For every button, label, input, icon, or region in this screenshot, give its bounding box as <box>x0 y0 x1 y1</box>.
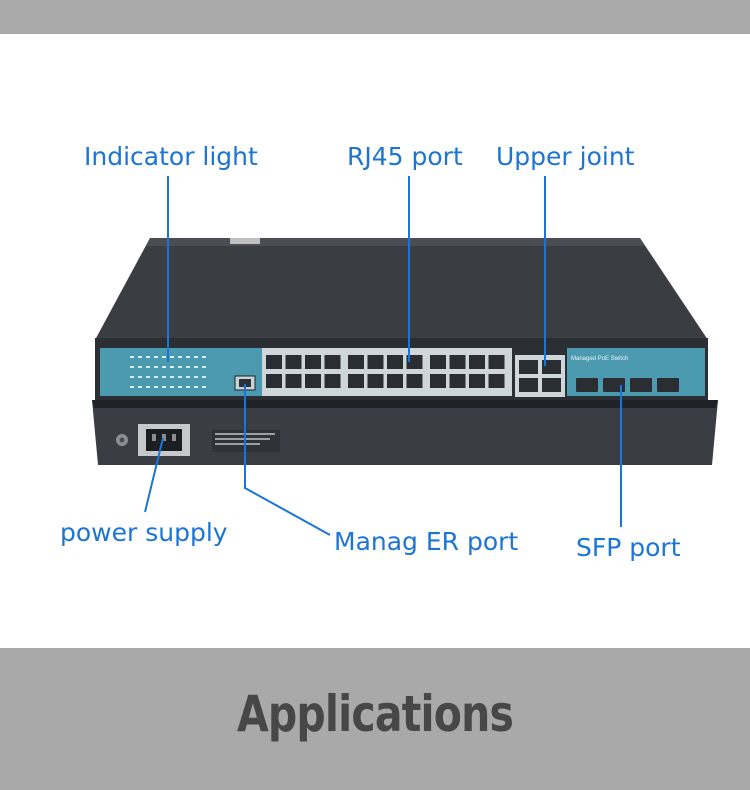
rj45-port <box>285 355 302 369</box>
rj45-port <box>266 355 282 369</box>
rj45-ports <box>266 355 505 388</box>
rj45-port <box>324 355 341 369</box>
rj45-port <box>469 355 485 369</box>
rj45-port <box>324 374 341 388</box>
rj45-port <box>488 374 505 388</box>
rj45-port <box>305 355 321 369</box>
callout-power-supply: power supply <box>60 518 228 547</box>
network-switch-image: Managed PoE Switch <box>92 176 718 536</box>
rj45-port <box>406 374 423 388</box>
callout-lines <box>144 176 622 536</box>
rj45-port <box>488 355 505 369</box>
rj45-port <box>305 374 321 388</box>
callout-indicator-light: Indicator light <box>84 142 258 171</box>
rj45-port <box>348 355 364 369</box>
rj45-port <box>449 355 466 369</box>
rj45-port <box>469 374 485 388</box>
callout-rj45-port: RJ45 port <box>347 142 463 171</box>
callout-upper-joint: Upper joint <box>496 142 635 171</box>
callout-sfp-port: SFP port <box>576 533 681 562</box>
rj45-port <box>387 374 403 388</box>
rj45-port <box>449 374 466 388</box>
rj45-port <box>285 374 302 388</box>
rj45-port <box>367 355 384 369</box>
banner-title: Applications <box>236 685 514 743</box>
rj45-port <box>387 355 403 369</box>
rj45-port <box>367 374 384 388</box>
switch-top-cover <box>95 238 708 340</box>
rj45-port <box>406 355 423 369</box>
rj45-port <box>430 355 446 369</box>
bottom-banner <box>0 648 750 790</box>
rj45-port <box>430 374 446 388</box>
panel-label: Managed PoE Switch <box>571 356 628 362</box>
callout-manager-port: Manag ER port <box>334 527 519 556</box>
rj45-port <box>266 374 282 388</box>
rj45-port <box>348 374 364 388</box>
top-gray-bar <box>0 0 750 34</box>
